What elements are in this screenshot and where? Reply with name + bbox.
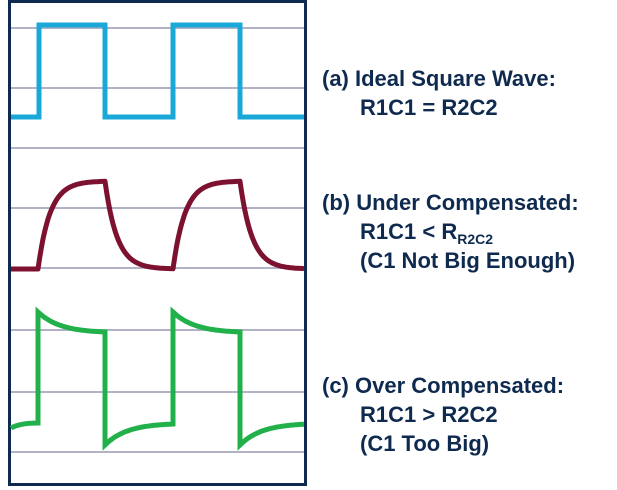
label-b-equation-main: R1C1 < R	[360, 219, 458, 244]
display-frame	[8, 0, 307, 486]
label-c-equation: R1C1 > R2C2	[360, 402, 498, 427]
label-b-equation-subscript: R2C2	[457, 231, 494, 247]
label-c-title: (c) Over Compensated:	[322, 373, 565, 398]
label-a-title: (a) Ideal Square Wave:	[322, 66, 556, 91]
label-over-compensated: (c) Over Compensated: R1C1 > R2C2 (C1 To…	[322, 371, 564, 458]
under-compensated-wave	[11, 178, 305, 272]
over-compensated-wave	[9, 306, 305, 451]
label-under-compensated: (b) Under Compensated: R1C1 < RR2C2 (C1 …	[322, 188, 579, 275]
label-c-note: (C1 Too Big)	[360, 431, 490, 456]
label-b-title: (b) Under Compensated:	[322, 190, 579, 215]
label-b-equation: R1C1 < RR2C2	[322, 217, 579, 246]
label-ideal-square-wave: (a) Ideal Square Wave: R1C1 = R2C2	[322, 64, 556, 122]
label-b-note: (C1 Not Big Enough)	[360, 248, 576, 273]
grid-lines	[11, 27, 304, 453]
ideal-square-wave	[11, 22, 304, 120]
label-a-equation: R1C1 = R2C2	[360, 95, 498, 120]
